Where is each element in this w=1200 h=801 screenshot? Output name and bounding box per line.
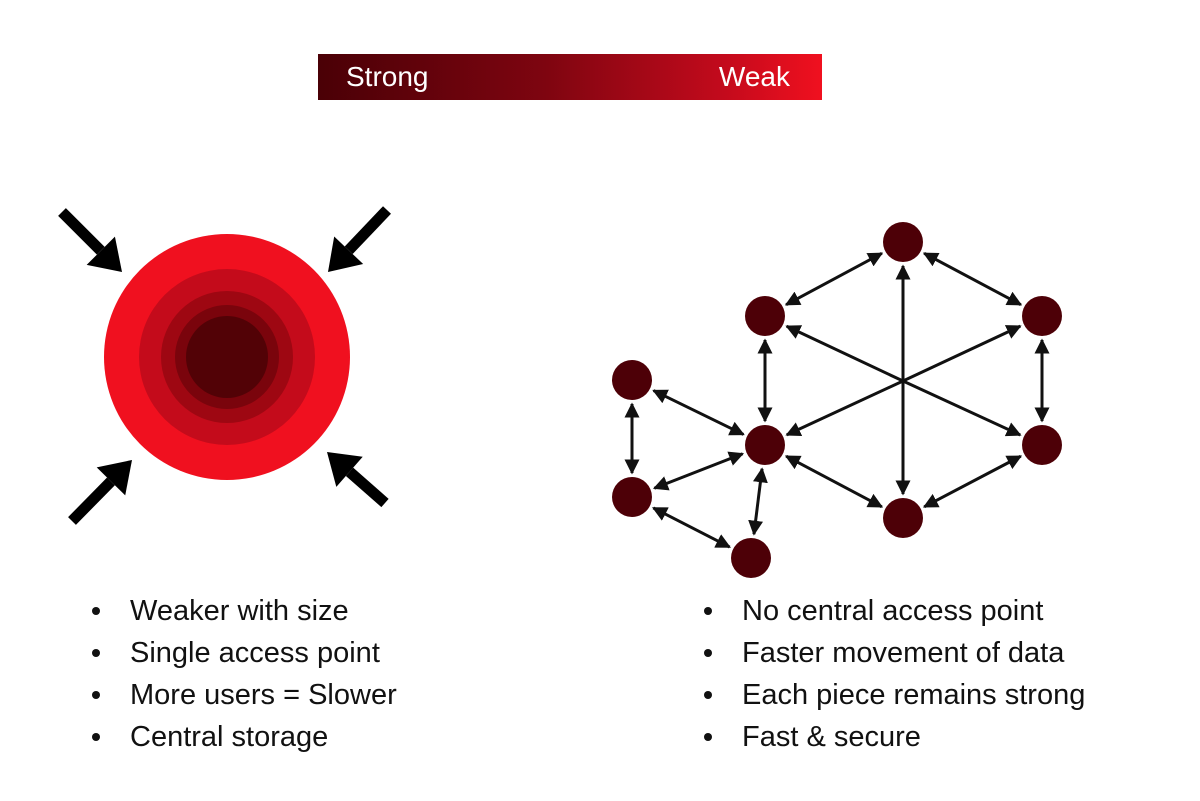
list-item: Each piece remains strong: [704, 674, 1085, 716]
network-bullet-list: No central access point Faster movement …: [704, 590, 1085, 758]
list-item: Faster movement of data: [704, 632, 1085, 674]
hub-spoke-edge: [902, 379, 1022, 437]
centralized-storage-diagram: [104, 234, 350, 480]
centralized-bullet-list: Weaker with size Single access point Mor…: [92, 590, 397, 758]
hub-spoke-edge: [785, 324, 904, 383]
network-node-center: [745, 425, 785, 465]
legend-weak-label: Weak: [718, 61, 790, 92]
network-node-top: [883, 222, 923, 262]
arrow-bottom-left-icon: [68, 460, 132, 525]
arrow-top-right-icon: [328, 206, 391, 272]
list-item: Weaker with size: [92, 590, 397, 632]
network-nodes: [612, 222, 1062, 578]
network-edge: [748, 467, 768, 536]
legend-strong-label: Strong: [346, 61, 429, 92]
network-edge: [784, 454, 884, 509]
network-edge: [922, 454, 1023, 509]
list-item: Central storage: [92, 716, 397, 758]
network-edge: [652, 451, 745, 491]
arrow-bottom-right-icon: [327, 452, 389, 508]
hub-spoke-edge: [902, 324, 1022, 383]
network-node-right: [1022, 425, 1062, 465]
network-node-l1: [612, 360, 652, 400]
list-item: More users = Slower: [92, 674, 397, 716]
list-item: No central access point: [704, 590, 1085, 632]
network-edge: [652, 389, 745, 436]
list-item: Fast & secure: [704, 716, 1085, 758]
network-node-bl: [731, 538, 771, 578]
hub-spoke-edge: [785, 379, 904, 437]
strength-legend-bar: Strong Weak: [318, 54, 822, 100]
network-node-ul: [745, 296, 785, 336]
network-node-l2: [612, 477, 652, 517]
network-edge: [652, 506, 731, 549]
pressure-arrows: [58, 206, 391, 525]
list-item: Single access point: [92, 632, 397, 674]
network-edges: [624, 251, 1050, 549]
central-ring-core: [186, 316, 268, 398]
arrow-top-left-icon: [58, 208, 122, 272]
network-node-bottom: [883, 498, 923, 538]
network-node-ur: [1022, 296, 1062, 336]
network-edge: [922, 251, 1023, 307]
network-edge: [784, 252, 884, 306]
